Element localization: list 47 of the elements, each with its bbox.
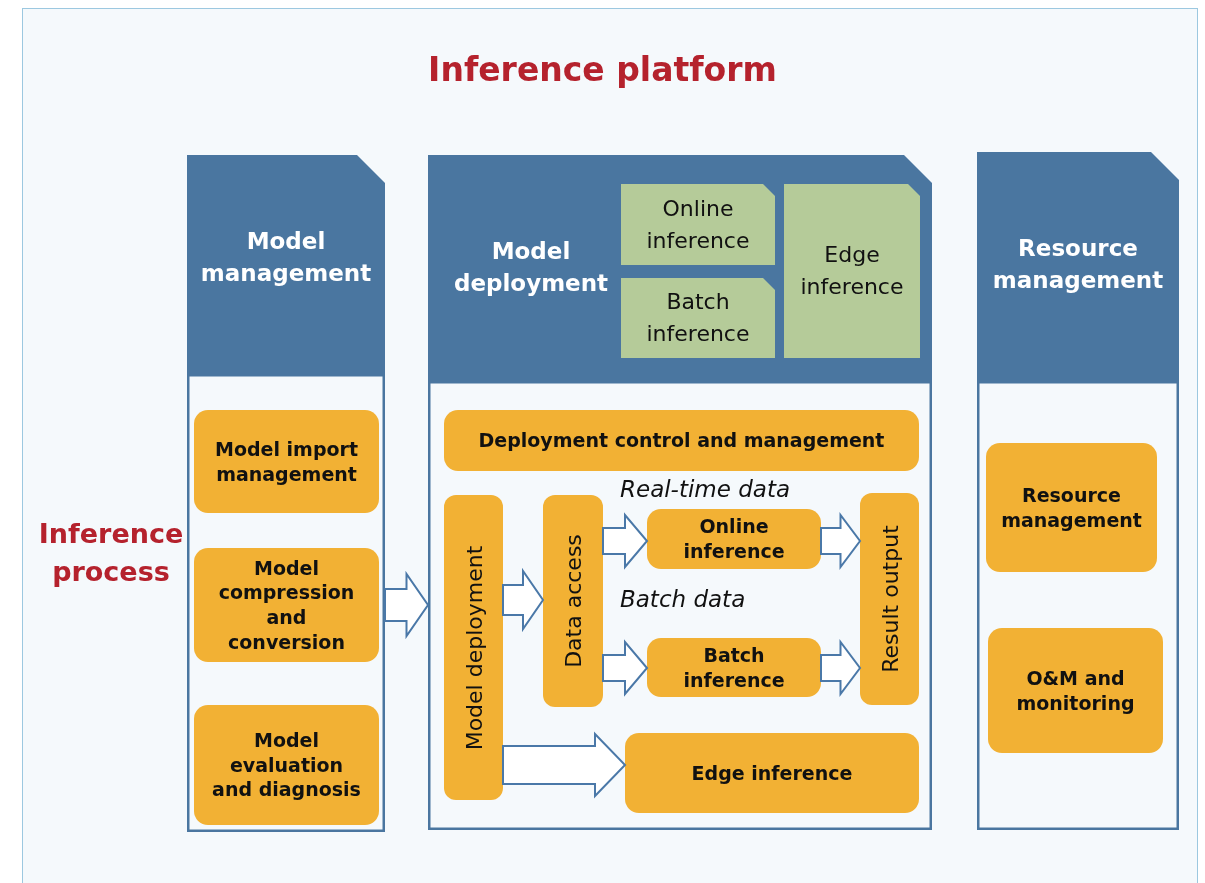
box-label: Model compression and conversion [217,555,356,655]
block-arrow [820,512,862,570]
column-heading: Resource management [991,234,1165,296]
process-box [444,495,503,800]
process-box [647,509,821,569]
column-panel [187,155,385,832]
box-label: Data access [560,534,586,668]
box-label: Online inference [645,194,751,255]
feature-card [784,184,920,358]
box-label: Model evaluation and diagnosis [211,727,362,803]
box-label: O&M and monitoring [1015,665,1136,716]
box-label: Batch inference [645,288,751,348]
box-label: Resource management [1000,482,1143,533]
box-label: Edge inference [691,760,853,786]
process-box [986,443,1157,572]
block-arrow [384,570,430,640]
process-box [647,638,821,697]
block-arrow [820,639,862,697]
block-arrow [602,639,649,697]
process-box [194,410,379,513]
process-box [444,410,919,471]
process-box [194,548,379,662]
block-arrow [502,567,545,633]
process-box [988,628,1163,753]
process-box [194,705,379,825]
block-arrow [602,512,649,570]
box-label: Deployment control and management [478,428,885,453]
data-label: Real-time data [620,476,791,502]
box-label: Model deployment [461,545,486,750]
column-panel [428,155,932,830]
process-box [543,495,603,707]
box-label: Result output [877,525,902,673]
column-heading: Model management [199,227,373,289]
process-box [860,493,919,705]
side-heading: Inference process [37,517,185,589]
data-label: Batch data [620,586,747,612]
box-label: Model import management [214,436,359,487]
column-heading: Model deployment [452,237,610,299]
feature-card [621,184,775,265]
block-arrow [502,731,627,799]
box-label: Batch inference [682,642,786,693]
feature-card [621,278,775,358]
process-box [625,733,919,813]
box-label: Online inference [682,514,786,564]
title: Inference platform [427,50,778,89]
column-panel [977,152,1179,830]
box-label: Edge inference [799,241,905,301]
